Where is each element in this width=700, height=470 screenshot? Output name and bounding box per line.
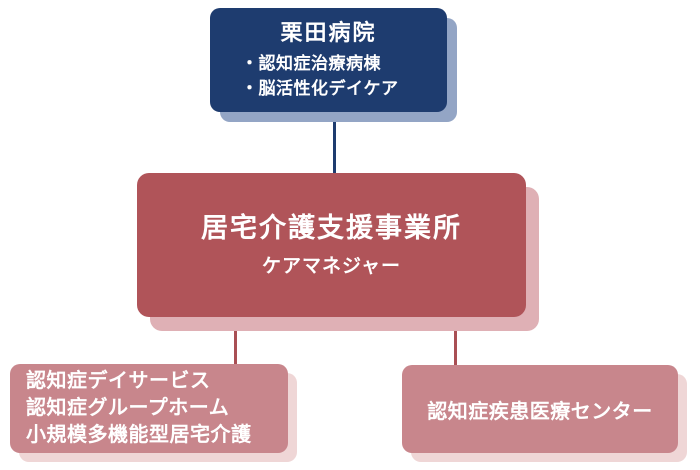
hospital-title: 栗田病院 [280, 20, 377, 45]
hospital-item-treatment-ward: ・認知症治療病棟 [241, 54, 381, 73]
care-office-subtitle: ケアマネジャー [261, 256, 402, 277]
services-line-multifunction-care: 小規模多機能型居宅介護 [26, 424, 252, 446]
services-line-dayservice: 認知症デイサービス [26, 370, 211, 392]
connector-office-to-medical-center [454, 317, 457, 369]
care-office-box: 居宅介護支援事業所 ケアマネジャー [137, 173, 526, 317]
medical-center-title: 認知症疾患医療センター [427, 400, 653, 423]
connector-office-to-services [234, 317, 237, 368]
care-office-title: 居宅介護支援事業所 [201, 213, 462, 243]
services-line-grouphome: 認知症グループホーム [26, 397, 230, 419]
medical-center-box: 認知症疾患医療センター [402, 365, 678, 453]
hospital-item-daycare: ・脳活性化デイケア [241, 79, 399, 98]
connector-hospital-to-office [333, 112, 336, 178]
hospital-item-list: ・認知症治療病棟 ・脳活性化デイケア [210, 51, 447, 101]
hospital-box: 栗田病院 ・認知症治療病棟 ・脳活性化デイケア [210, 8, 447, 112]
services-box: 認知症デイサービス 認知症グループホーム 小規模多機能型居宅介護 [10, 364, 288, 453]
